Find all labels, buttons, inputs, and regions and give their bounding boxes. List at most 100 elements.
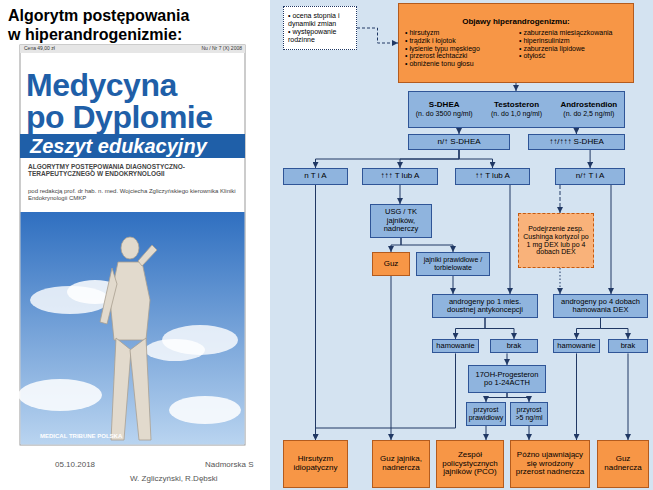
statue-head [121, 237, 139, 259]
test-box: androgeny po 1 mies. doustnej antykoncep… [432, 294, 538, 318]
result-box: brak [490, 339, 538, 353]
connector [560, 268, 561, 294]
box-heading: Objawy hiperandrogenizmu: [462, 18, 570, 27]
box-text: przyrost >5 ng/ml [513, 406, 545, 422]
connector [560, 185, 561, 213]
diagnosis-box: Późno ujawniający się wrodzony przerost … [510, 440, 590, 488]
statue-arm [138, 245, 157, 266]
finding-box: Guz [372, 252, 410, 276]
result-box: brak [608, 339, 648, 353]
cover-masthead: po Dyplomie [26, 101, 241, 133]
connector [611, 185, 612, 294]
box-text: (n. do 2,5 ng/ml) [556, 110, 622, 118]
connector [601, 318, 629, 339]
suspicion-box: Podejrzenie zesp. Cushinga kortyzol po 1… [518, 213, 594, 268]
exam-box: USG / TKjajników, nadnerczy [370, 204, 432, 238]
result-box: hamowanie [432, 339, 479, 353]
note-box: • ocena stopnia i dynamiki zmian• występ… [283, 6, 357, 50]
box-text: przyrost prawidłowy [469, 406, 504, 422]
connector [576, 353, 577, 440]
result-box: ↑↑/↑↑↑ S-DHEA [528, 134, 625, 150]
diagnosis-box: Hirsutyzm idiopatyczny [283, 440, 348, 488]
box-text: • przerost łechtaczki [405, 52, 513, 60]
box-text: Późno ujawniający się wrodzony przerost … [513, 451, 587, 478]
test-box: androgeny po 4 dobach hamowania DEX [553, 294, 648, 318]
connector [391, 276, 392, 440]
result-box: n/↑ S-DHEA [408, 134, 510, 150]
box-text: Testosteron [483, 101, 549, 110]
hormone-band: S-DHEA(n. do 3500 ng/ml)Testosteron(n. d… [408, 91, 625, 128]
connector [315, 185, 316, 440]
cover-text: pod redakcją prof. dr hab. n. med. Wojci… [28, 188, 238, 202]
cloud [169, 396, 241, 424]
box-text: jajników, nadnerczy [373, 217, 429, 234]
column: • zaburzenia miesiączkowania• hiperinsul… [519, 29, 627, 68]
statue-torso [110, 262, 150, 340]
box-text: n T i A [304, 172, 326, 181]
box-text: • występowanie rodzinne [288, 28, 352, 44]
connector [577, 318, 601, 339]
cloud [145, 339, 205, 361]
connector [516, 83, 517, 91]
connector [316, 353, 456, 440]
result-box: przyrost >5 ng/ml [510, 402, 548, 426]
result-box: n/↑ T i A [555, 168, 625, 185]
box-text: Androstendion [556, 101, 622, 110]
connector [590, 150, 591, 168]
column: Androstendion(n. do 2,5 ng/ml) [556, 101, 622, 118]
box-text: androgeny po 4 dobach hamowania DEX [556, 298, 645, 315]
slide-title: Algorytm postępowania w hiperandrogenizm… [8, 6, 200, 44]
box-text: (n. do 3500 ng/ml) [411, 110, 477, 118]
result-box: hamowanie [553, 339, 600, 353]
footer-authors: W. Zgliczyński, R.Dębski [130, 474, 250, 483]
column-group: • hirsutyzm• trądzik i łojotok• łysienie… [405, 29, 627, 68]
connector [486, 426, 487, 440]
diagnosis-box: Guz jajnika, nadnercza [372, 440, 430, 488]
box-text: • obniżenie tonu głosu [405, 60, 513, 68]
box-text: • łysienie typu męskiego [405, 45, 513, 53]
box-text: androgeny po 1 mies. doustnej antykoncep… [435, 298, 535, 315]
cover-publisher: MEDICAL TRIBUNE POLSKA [40, 433, 200, 440]
connector [357, 28, 398, 43]
box-text: • zaburzenia lipidowe [519, 45, 627, 53]
cover-text: ALGORYTMY POSTĘPOWANIA DIAGNOSTYCZNO-TER… [28, 163, 238, 178]
box-text: • otyłość [519, 52, 627, 60]
statue-arm [100, 268, 117, 324]
box-text: • trądzik i łojotok [405, 37, 513, 45]
box-text: Podejrzenie zesp. Cushinga kortyzol po 1… [521, 225, 591, 256]
box-text: 17OH-Progesteron po 1-24ACTH [471, 371, 543, 388]
diagnosis-box: Zespół policystycznych jajników (PCO) [436, 440, 504, 488]
connector [459, 150, 493, 168]
connector [486, 393, 507, 402]
connector [510, 185, 511, 294]
column-group: S-DHEA(n. do 3500 ng/ml)Testosteron(n. d… [411, 101, 622, 118]
box-text: Guz [384, 260, 399, 269]
box-text: USG / TK [385, 208, 417, 216]
box-text: ↑↑ T lub A [475, 172, 510, 181]
box-text: hamowanie [557, 342, 595, 350]
column: • hirsutyzm• trądzik i łojotok• łysienie… [405, 29, 513, 68]
result-box: ↑↑↑ T lub A [362, 168, 438, 185]
connector [400, 185, 401, 204]
result-box: przyrost prawidłowy [466, 402, 506, 426]
connector [507, 393, 529, 402]
diagram-panel [270, 0, 653, 490]
box-text: Zespół policystycznych jajników (PCO) [439, 451, 501, 478]
box-text: n/↑ S-DHEA [437, 138, 480, 147]
connector [456, 318, 486, 339]
connector [401, 238, 453, 252]
box-text: ↑↑/↑↑↑ S-DHEA [549, 138, 604, 147]
connector [391, 238, 401, 252]
statue [100, 237, 157, 440]
box-text: (n. do 1,0 ng/ml) [483, 110, 549, 118]
box-text: Hirsutyzm idiopatyczny [286, 455, 345, 473]
box-text: brak [507, 342, 522, 350]
cover-price: Cena 49,00 zł [24, 46, 104, 52]
cover-subtitle: Zeszyt edukacyjny [30, 136, 240, 156]
box-text: jajniki prawidłowe / torbielowate [419, 256, 487, 272]
connector [529, 426, 530, 440]
box-text: n/↑ T i A [576, 172, 605, 181]
finding-box: jajniki prawidłowe / torbielowate [416, 252, 490, 276]
box-text: hamowanie [436, 342, 474, 350]
